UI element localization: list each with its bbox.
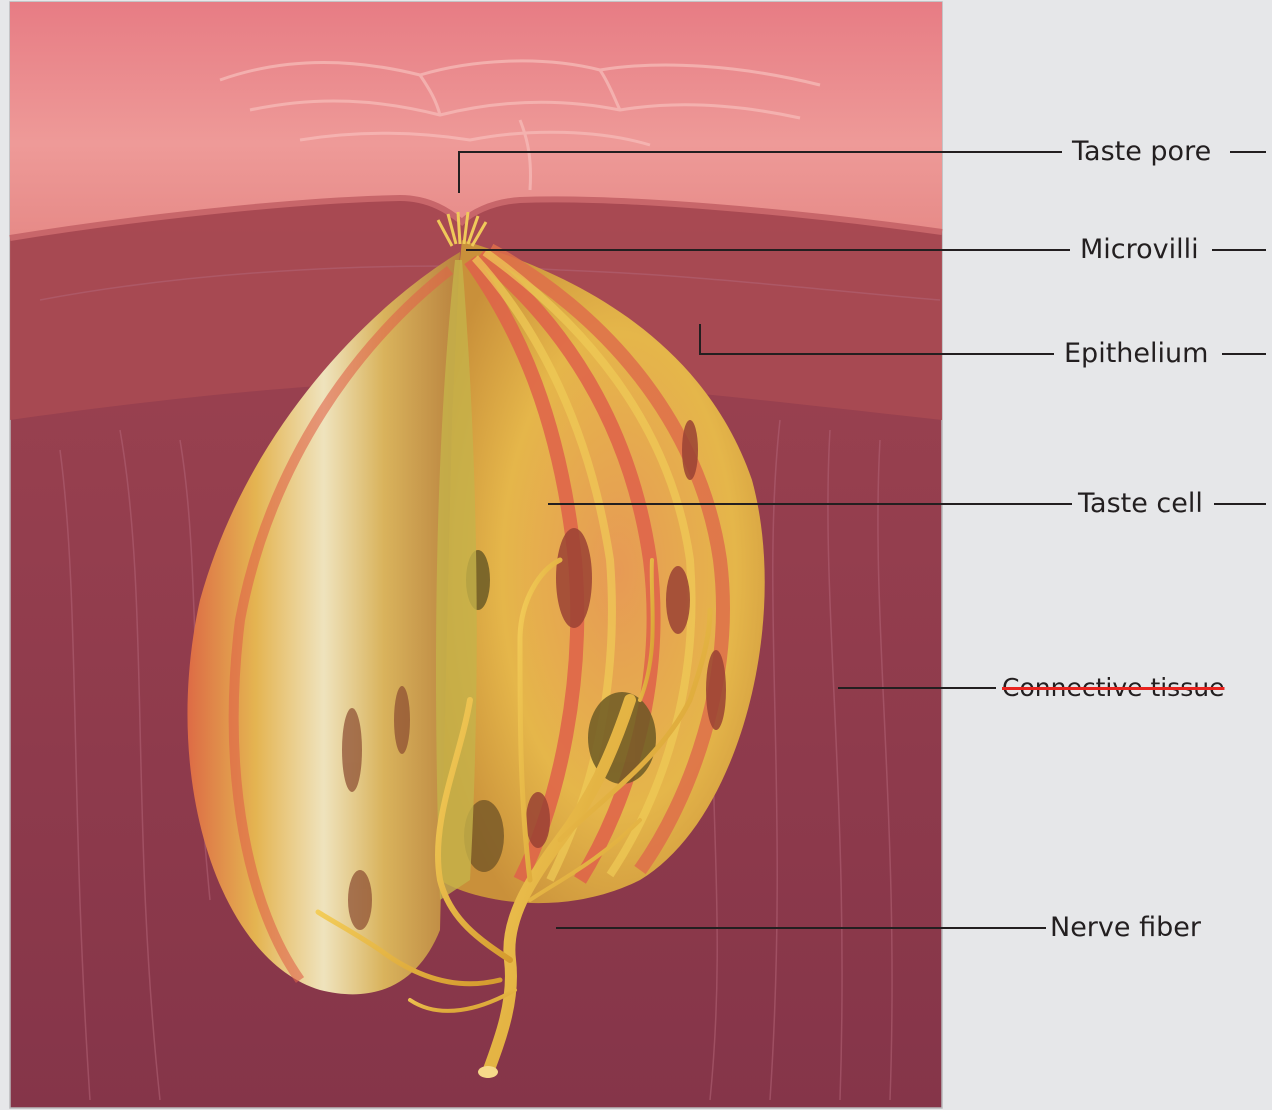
label-nerve-fiber: Nerve fiber — [1050, 912, 1201, 944]
tongue-surface — [10, 2, 942, 238]
label-taste-pore: Taste pore — [1072, 136, 1211, 168]
label-connective-tissue: Connective tissue — [1002, 672, 1224, 704]
label-epithelium: Epithelium — [1064, 338, 1208, 370]
label-microvilli: Microvilli — [1080, 234, 1199, 266]
label-taste-cell: Taste cell — [1078, 488, 1203, 520]
nerve-end — [478, 1066, 498, 1078]
